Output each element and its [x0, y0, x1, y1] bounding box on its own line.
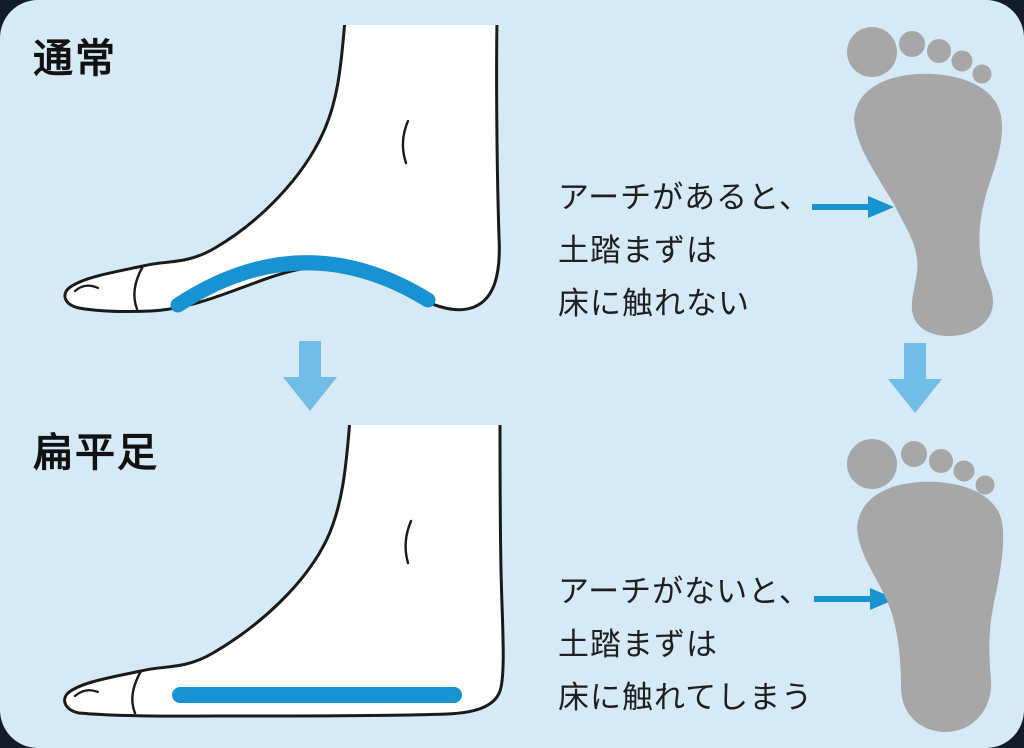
ankle-line [401, 119, 410, 165]
annotation-flat-line3: 床に触れてしまう [558, 680, 814, 716]
toe-print [953, 460, 975, 482]
toe-print [975, 475, 995, 495]
flat-sole-highlight-bar [172, 687, 462, 703]
right-arrow-head [870, 588, 896, 610]
annotation-normal-line2: 土踏まずは [558, 233, 718, 269]
foot-side-flat-icon [63, 425, 505, 718]
foot-outline [63, 425, 505, 718]
arch-highlight-curve [170, 255, 436, 313]
section-label-normal: 通常 [33, 36, 117, 82]
toe-print [972, 64, 992, 84]
down-arrow-icon [888, 343, 942, 413]
section-label-flat: 扁平足 [33, 430, 159, 476]
down-arrow-shape [888, 343, 942, 413]
ankle-line [404, 519, 413, 565]
footprint-with-arch-icon [847, 27, 1002, 336]
big-toe-print [847, 27, 897, 77]
toenail-line [73, 284, 100, 293]
annotation-normal-line1: アーチがあると、 [558, 180, 811, 216]
annotation-flat-line1: アーチがないと、 [558, 574, 811, 610]
foot-side-arch-icon [63, 25, 501, 314]
annotation-normal-line3: 床に触れない [558, 286, 750, 322]
sole-print-with-arch [854, 73, 1002, 336]
toe-crease-line [133, 264, 145, 311]
foot-outline [63, 25, 501, 314]
toenail-line [73, 689, 100, 698]
annotation-normal: アーチがあると、 土踏まずは 床に触れない [558, 172, 811, 331]
toe-print [899, 31, 925, 57]
big-toe-print [847, 439, 897, 489]
toe-print [927, 39, 951, 63]
annotation-flat-line2: 土踏まずは [558, 627, 718, 663]
sole-print-full [857, 481, 1004, 732]
right-arrow-icon [814, 588, 896, 610]
toe-print [951, 50, 973, 72]
annotation-flat: アーチがないと、 土踏まずは 床に触れてしまう [558, 566, 813, 725]
footprint-flat-shapes [847, 439, 1004, 732]
toe-print [929, 449, 953, 473]
footprint-arch-shapes [847, 27, 1002, 336]
right-arrow-icon [812, 196, 894, 218]
down-arrow-shape [283, 341, 337, 411]
toe-print [901, 441, 927, 467]
down-arrow-icon [283, 341, 337, 411]
right-arrow-head [868, 196, 894, 218]
footprint-flat-icon [847, 439, 1004, 732]
toe-crease-line [131, 669, 143, 715]
